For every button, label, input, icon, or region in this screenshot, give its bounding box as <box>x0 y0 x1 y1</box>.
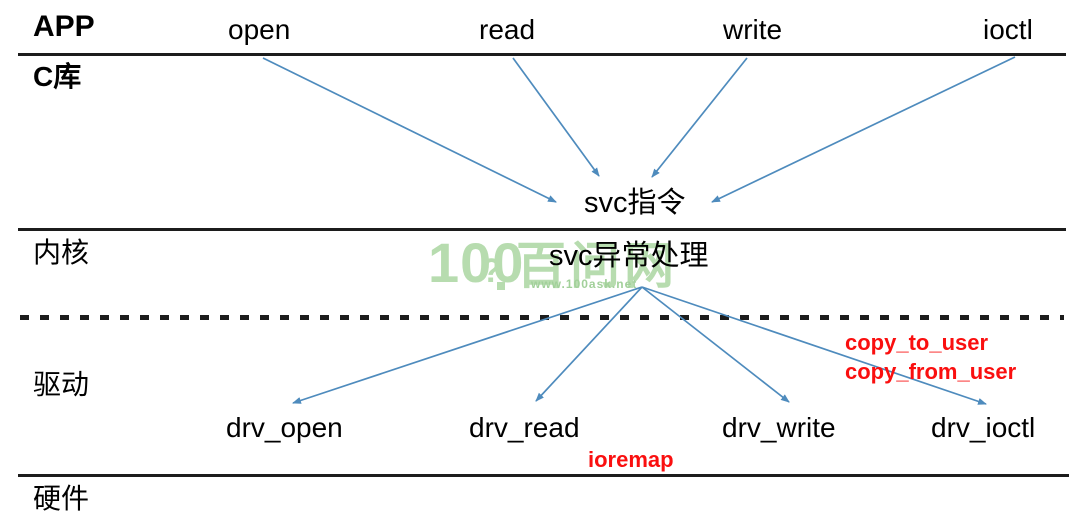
arrow-svc-handler-to-drv-open <box>292 286 643 404</box>
driver-function-drv-ioctl: drv_ioctl <box>931 412 1036 443</box>
app-call-write: write <box>723 14 783 45</box>
arrow-write-to-svc-instruction <box>651 57 748 178</box>
layer-label-kernel: 内核 <box>33 237 90 268</box>
watermark-square-dot-icon <box>497 282 505 290</box>
arrow-ioctl-to-svc-instruction <box>711 56 1016 203</box>
clib-kernel-divider-line <box>18 228 1066 231</box>
watermark-brand-text: 百问网 <box>516 238 678 294</box>
app-clib-divider-line <box>18 53 1066 56</box>
svc-instruction-node: svc指令 <box>584 187 686 219</box>
driver-hardware-divider-line <box>18 474 1069 477</box>
layer-label-app: APP <box>33 10 95 43</box>
app-call-ioctl: ioctl <box>983 14 1033 45</box>
driver-function-drv-write: drv_write <box>722 412 836 443</box>
watermark-url: www.100ask.net <box>531 277 638 291</box>
watermark-question-mark-icon: ? <box>481 252 502 290</box>
layer-label-hardware: 硬件 <box>33 483 90 514</box>
layer-label-driver: 驱动 <box>33 369 90 400</box>
annotation-copy-to-user: copy_to_user <box>845 330 989 355</box>
watermark-100ask-logo: 100 <box>428 231 525 294</box>
annotation-copy-from-user: copy_from_user <box>845 359 1017 384</box>
svc-exception-handler-node: svc异常处理 <box>549 240 709 272</box>
arrow-open-to-svc-instruction <box>262 57 557 203</box>
arrow-svc-handler-to-drv-write <box>641 286 790 403</box>
arrow-svc-handler-to-drv-ioctl <box>641 286 987 405</box>
app-call-open: open <box>228 14 291 45</box>
driver-function-drv-read: drv_read <box>469 412 580 443</box>
arrow-read-to-svc-instruction <box>512 57 600 177</box>
driver-function-drv-open: drv_open <box>226 412 343 443</box>
layer-label-c-library: C库 <box>33 61 82 92</box>
kernel-driver-dotted-divider-line <box>20 315 1064 320</box>
arrow-svc-handler-to-drv-read <box>535 286 643 402</box>
app-call-read: read <box>479 14 536 45</box>
annotation-ioremap: ioremap <box>588 447 674 472</box>
